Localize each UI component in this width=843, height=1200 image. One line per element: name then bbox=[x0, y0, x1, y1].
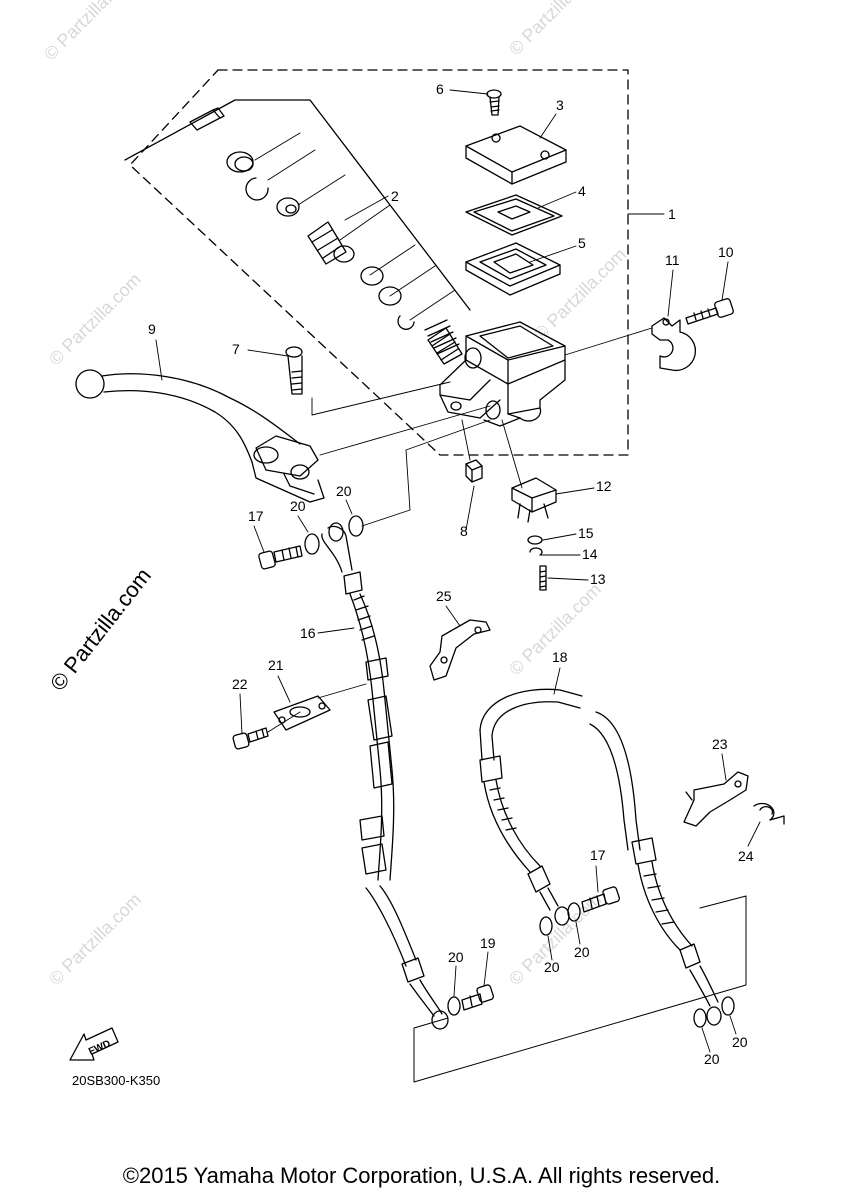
callout-17: 16 bbox=[300, 625, 316, 641]
pivot-nut bbox=[465, 459, 483, 483]
callout-23: 23 bbox=[712, 736, 728, 752]
callout-8: 8 bbox=[460, 523, 468, 539]
callout-11: 11 bbox=[665, 252, 680, 268]
guide-bolt-22 bbox=[232, 727, 269, 750]
callout-14: 14 bbox=[582, 546, 598, 562]
pivot-bolt bbox=[285, 346, 303, 395]
nut-leader bbox=[461, 419, 471, 461]
washer-20 bbox=[539, 916, 553, 936]
clip-24 bbox=[753, 802, 785, 825]
callout-20: 20 bbox=[704, 1051, 720, 1067]
callout-9: 9 bbox=[148, 321, 156, 337]
hose-guide-21 bbox=[273, 695, 331, 731]
washer-20 bbox=[348, 515, 364, 537]
washer-20 bbox=[567, 902, 581, 922]
lockwasher-14 bbox=[529, 547, 543, 556]
callout-leaders bbox=[155, 89, 761, 1053]
brake-hose-16 bbox=[479, 688, 722, 1026]
banjo-leader bbox=[361, 419, 491, 527]
fwd-arrow-icon: FWD bbox=[69, 1027, 119, 1061]
clamp-leader bbox=[564, 327, 653, 356]
callout-7: 7 bbox=[232, 341, 240, 357]
return-spring bbox=[424, 319, 460, 355]
bolt-22-leader bbox=[267, 711, 301, 733]
banjo-bolt-18 bbox=[258, 545, 303, 570]
pivot-leader bbox=[311, 381, 451, 416]
callout-18: 17 bbox=[248, 508, 264, 524]
assembly-boundary bbox=[129, 69, 629, 456]
lever-leader bbox=[319, 405, 491, 456]
caliper-frame bbox=[413, 895, 747, 1083]
callout-13: 13 bbox=[590, 571, 606, 587]
callout-20: 20 bbox=[290, 498, 306, 514]
callout-25: 25 bbox=[436, 588, 452, 604]
cap-screw bbox=[486, 89, 502, 116]
reservoir-cap bbox=[465, 125, 567, 185]
banjo-bolt-18 bbox=[581, 886, 620, 913]
callout-15: 15 bbox=[578, 525, 594, 541]
callout-24: 24 bbox=[738, 848, 754, 864]
brake-switch bbox=[511, 477, 557, 523]
handlebar-clamp bbox=[651, 317, 697, 372]
callout-3: 3 bbox=[556, 97, 564, 113]
callout-20: 20 bbox=[336, 483, 352, 499]
callout-5: 5 bbox=[578, 235, 586, 251]
callout-1: 1 bbox=[668, 206, 676, 222]
diaphragm bbox=[465, 242, 561, 296]
callout-20: 20 bbox=[448, 949, 464, 965]
callout-6: 6 bbox=[436, 81, 444, 97]
copyright-notice: ©2015 Yamaha Motor Corporation, U.S.A. A… bbox=[122, 1163, 721, 1188]
kit-bracket bbox=[124, 99, 471, 311]
brake-lever bbox=[75, 369, 325, 503]
guide-leader bbox=[317, 683, 367, 699]
bracket-23 bbox=[683, 771, 749, 827]
callout-19: 19 bbox=[480, 935, 496, 951]
callout-12: 12 bbox=[596, 478, 612, 494]
washer-20 bbox=[721, 996, 735, 1016]
callout-18: 17 bbox=[590, 847, 606, 863]
washer-20 bbox=[693, 1008, 707, 1028]
diaphragm-plate bbox=[465, 194, 563, 236]
master-cylinder-body bbox=[439, 321, 566, 427]
callout-20: 20 bbox=[544, 959, 560, 975]
callout-10: 10 bbox=[718, 244, 734, 260]
bracket-25 bbox=[429, 619, 491, 681]
washer-20 bbox=[304, 533, 320, 555]
callout-16: 18 bbox=[552, 649, 568, 665]
piston-kit bbox=[189, 107, 463, 365]
washer-20 bbox=[447, 996, 461, 1016]
callout-group: 6 3 2 4 1 5 10 11 9 7 12 20 20 17 8 15 1… bbox=[148, 81, 754, 1067]
callout-4: 4 bbox=[578, 183, 586, 199]
callout-21: 21 bbox=[268, 657, 284, 673]
washer-15 bbox=[527, 535, 543, 545]
banjo-bolt-19 bbox=[461, 984, 494, 1011]
brake-hose-17 bbox=[321, 522, 449, 1030]
callout-22: 22 bbox=[232, 676, 248, 692]
callout-20: 20 bbox=[732, 1034, 748, 1050]
switch-leader bbox=[501, 419, 523, 489]
diagram-code: 20SB300-K350 bbox=[72, 1073, 161, 1088]
callout-20: 20 bbox=[574, 944, 590, 960]
switch-screw bbox=[539, 565, 547, 591]
callout-2: 2 bbox=[391, 188, 399, 204]
clamp-bolt bbox=[685, 298, 734, 325]
